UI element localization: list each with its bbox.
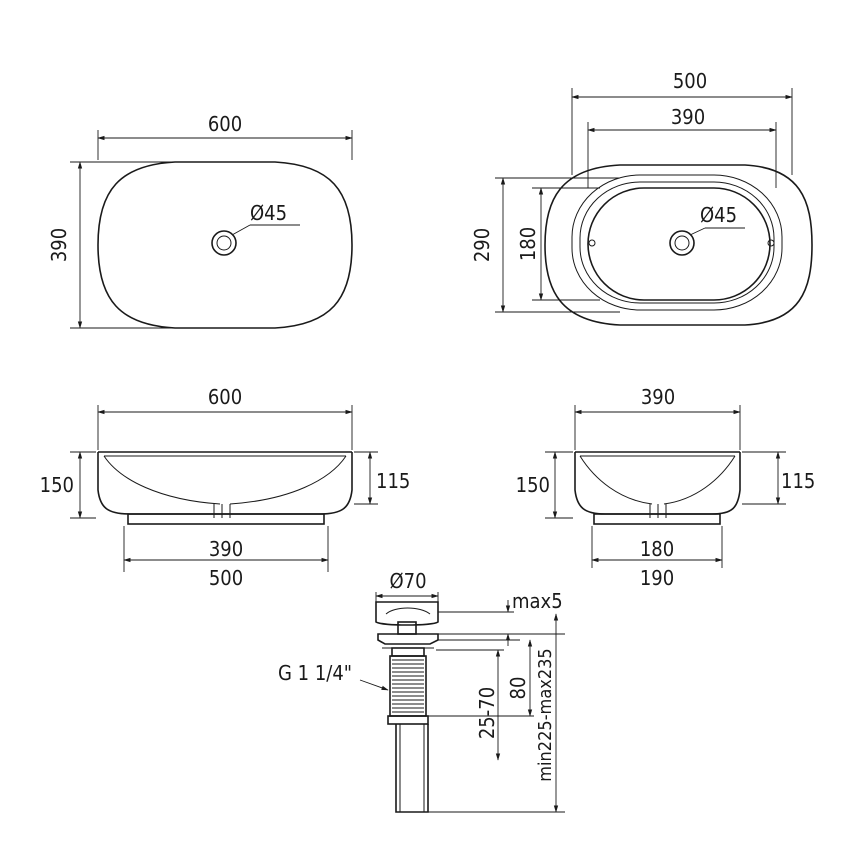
dim-range-label: 25-70 — [475, 687, 499, 739]
basin-outer-outline — [544, 164, 813, 326]
side-view-right: 390 150 115 180 190 — [516, 385, 816, 590]
dim-total-label: min225-max235 — [535, 648, 556, 781]
tail-pipe — [395, 724, 429, 813]
dim-top-width-label: 600 — [208, 385, 242, 409]
basin-outline — [97, 161, 353, 329]
dim-base-outer-label: 500 — [209, 566, 243, 590]
dim-cap-label: Ø70 — [389, 569, 426, 593]
dim-bowl-depth-label: 115 — [376, 469, 410, 493]
drain-stub — [213, 504, 231, 518]
dim-bowl-depth-label: 115 — [781, 469, 815, 493]
dim-body-label: 80 — [506, 677, 530, 700]
drain-diameter-label: Ø45 — [250, 201, 287, 225]
drain-diameter-label: Ø45 — [700, 203, 737, 227]
dim-inner-depth-label: 180 — [516, 227, 540, 261]
plan-view-right: 500 390 290 180 Ø45 — [470, 69, 813, 326]
threaded-body — [389, 655, 427, 717]
bowl-inner — [587, 187, 771, 301]
overflow-left — [588, 239, 596, 247]
dim-gap-label: max5 — [512, 589, 563, 613]
overflow-right — [767, 239, 775, 247]
drain-hole-inner — [216, 235, 232, 251]
bowl-curve — [579, 455, 736, 505]
drain-stub — [649, 504, 667, 518]
dim-depth-label: 390 — [47, 228, 71, 262]
base-plate — [127, 513, 325, 525]
dim-height-label: 150 — [40, 473, 74, 497]
dim-height-label: 150 — [516, 473, 550, 497]
dim-outer-depth-label: 290 — [470, 228, 494, 262]
drain-stem — [397, 621, 417, 635]
dim-width-label: 600 — [208, 112, 242, 136]
drain-cap — [375, 601, 439, 626]
base-plate — [593, 513, 721, 525]
dim-base-outer-label: 190 — [640, 566, 674, 590]
thread-lines — [392, 659, 424, 713]
dim-outer-width-label: 500 — [673, 69, 707, 93]
bowl-rim — [571, 174, 783, 311]
plan-view-left: 600 390 Ø45 — [47, 112, 353, 329]
drain-detail: Ø70 max5 80 25-70 min225-max235 G 1 1/4" — [278, 569, 565, 813]
drain-hole-inner — [674, 235, 690, 251]
side-view-left: 600 150 115 390 500 — [40, 385, 411, 590]
dim-base-inner-label: 180 — [640, 537, 674, 561]
dim-inner-width-label: 390 — [671, 105, 705, 129]
drain-hole-outer — [669, 230, 695, 256]
drain-hole-outer — [211, 230, 237, 256]
drain-flange — [377, 633, 439, 645]
lock-nut — [387, 715, 429, 725]
dim-base-inner-label: 390 — [209, 537, 243, 561]
thread-size-label: G 1 1/4" — [278, 661, 352, 685]
bowl-curve — [103, 455, 347, 505]
dim-top-width-label: 390 — [641, 385, 675, 409]
